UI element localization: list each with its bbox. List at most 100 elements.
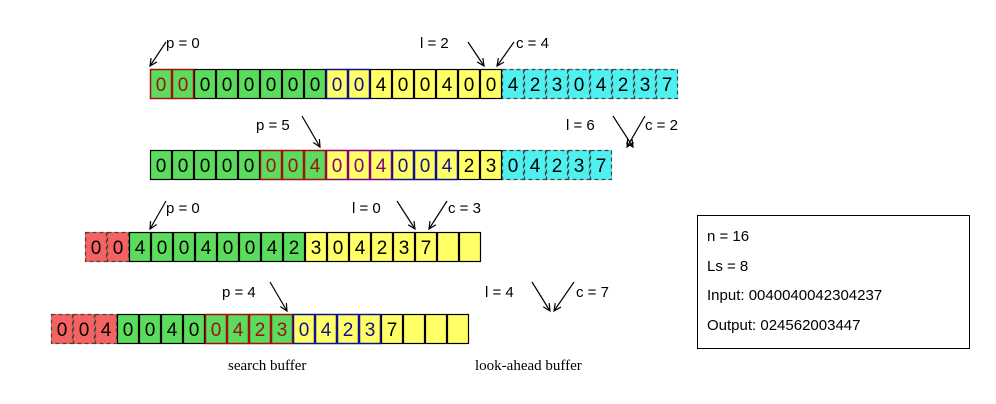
buffer-cell-border: [336, 313, 360, 345]
p-pointer-label: p = 5: [256, 117, 290, 134]
buffer-cell: [183, 314, 205, 344]
buffer-cell: [172, 69, 194, 99]
buffer-cell-value: 0: [157, 238, 168, 259]
buffer-cell: [546, 150, 568, 180]
buffer-cell-border: [215, 149, 239, 181]
buffer-cell: [107, 232, 129, 262]
buffer-cell: [524, 150, 546, 180]
buffer-cell-border: [237, 149, 261, 181]
buffer-cell-border: [347, 149, 371, 181]
p-pointer-arrowhead: [313, 138, 321, 149]
buffer-cell-border: [304, 231, 328, 263]
buffer-cell-border: [194, 231, 218, 263]
buffer-cell-value: 4: [201, 238, 212, 259]
buffer-cell: [414, 69, 436, 99]
buffer-cell: [656, 69, 678, 99]
buffer-cell-border: [270, 313, 294, 345]
buffer-cell-border: [84, 231, 108, 263]
buffer-cell-value: 0: [288, 156, 299, 177]
buffer-cell-border: [150, 231, 174, 263]
buffer-cell-value: 4: [101, 320, 112, 341]
buffer-cell-border: [216, 231, 240, 263]
p-pointer-line: [269, 281, 288, 312]
buffer-cell-border: [160, 313, 184, 345]
buffer-cell-border: [171, 149, 195, 181]
buffer-cell-border: [215, 68, 239, 100]
buffer-cell-border: [435, 149, 459, 181]
buffer-cell-value: 0: [266, 156, 277, 177]
buffer-cell-value: 3: [399, 238, 410, 259]
p-pointer-line: [149, 200, 167, 230]
buffer-cell: [425, 314, 447, 344]
buffer-cell-border: [303, 149, 327, 181]
c-pointer-arrowhead: [496, 58, 505, 68]
buffer-cell-value: 0: [244, 75, 255, 96]
buffer-cell: [612, 69, 634, 99]
p-pointer-label: p = 4: [222, 284, 256, 301]
buffer-cell-value: 0: [288, 75, 299, 96]
buffer-cell-value: 0: [79, 320, 90, 341]
l-pointer-line: [396, 200, 416, 230]
buffer-cell: [359, 314, 381, 344]
buffer-cell: [437, 232, 459, 262]
buffer-cell-border: [226, 313, 250, 345]
buffer-cell-value: 0: [123, 320, 134, 341]
buffer-cell: [480, 150, 502, 180]
buffer-cell: [304, 150, 326, 180]
c-pointer-arrowhead: [553, 303, 562, 313]
buffer-cell-border: [392, 231, 416, 263]
buffer-cell: [95, 314, 117, 344]
buffer-cell-value: 4: [167, 320, 178, 341]
buffer-cell-value: 4: [508, 75, 519, 96]
buffer-cell-value: 0: [57, 320, 68, 341]
buffer-cell-value: 0: [398, 75, 409, 96]
c-pointer-line: [553, 281, 575, 312]
buffer-cell-border: [479, 149, 503, 181]
l-pointer-label: l = 6: [566, 117, 595, 134]
buffer-cell-value: 0: [113, 238, 124, 259]
buffer-cell-border: [655, 68, 679, 100]
buffer-cell-value: 0: [574, 75, 585, 96]
buffer-cell: [227, 314, 249, 344]
buffer-cell-value: 2: [530, 75, 541, 96]
buffer-cell-value: 0: [245, 238, 256, 259]
buffer-cell-border: [106, 231, 130, 263]
buffer-cell: [304, 69, 326, 99]
buffer-cell: [480, 69, 502, 99]
buffer-cell-border: [589, 68, 613, 100]
buffer-cell-value: 0: [200, 156, 211, 177]
buffer-cell: [282, 69, 304, 99]
buffer-cell-border: [172, 231, 196, 263]
buffer-cell-border: [138, 313, 162, 345]
buffer-cell: [260, 69, 282, 99]
buffer-cell-value: 2: [618, 75, 629, 96]
buffer-cell: [502, 150, 524, 180]
buffer-cell-value: 0: [156, 156, 167, 177]
buffer-cell-border: [501, 149, 525, 181]
l-pointer-arrowhead: [476, 57, 485, 68]
buffer-cell-border: [424, 313, 448, 345]
buffer-cell: [150, 150, 172, 180]
buffer-cell: [458, 69, 480, 99]
p-pointer-label: p = 0: [166, 35, 200, 52]
buffer-cell-value: 3: [640, 75, 651, 96]
buffer-cell: [271, 314, 293, 344]
buffer-cell-border: [523, 149, 547, 181]
buffer-cell-border: [182, 313, 206, 345]
buffer-cell-value: 2: [255, 320, 266, 341]
buffer-cell-value: 4: [233, 320, 244, 341]
buffer-cell-value: 0: [179, 238, 190, 259]
search-buffer-caption: search buffer: [228, 358, 306, 374]
buffer-cell: [436, 69, 458, 99]
buffer-cell-border: [171, 68, 195, 100]
buffer-cell: [139, 314, 161, 344]
buffer-cell-border: [358, 313, 382, 345]
buffer-cell: [151, 232, 173, 262]
buffer-cell-border: [545, 149, 569, 181]
buffer-cell: [337, 314, 359, 344]
buffer-cell: [172, 150, 194, 180]
buffer-cell: [216, 69, 238, 99]
buffer-cell-border: [325, 68, 349, 100]
buffer-cell-value: 0: [486, 75, 497, 96]
